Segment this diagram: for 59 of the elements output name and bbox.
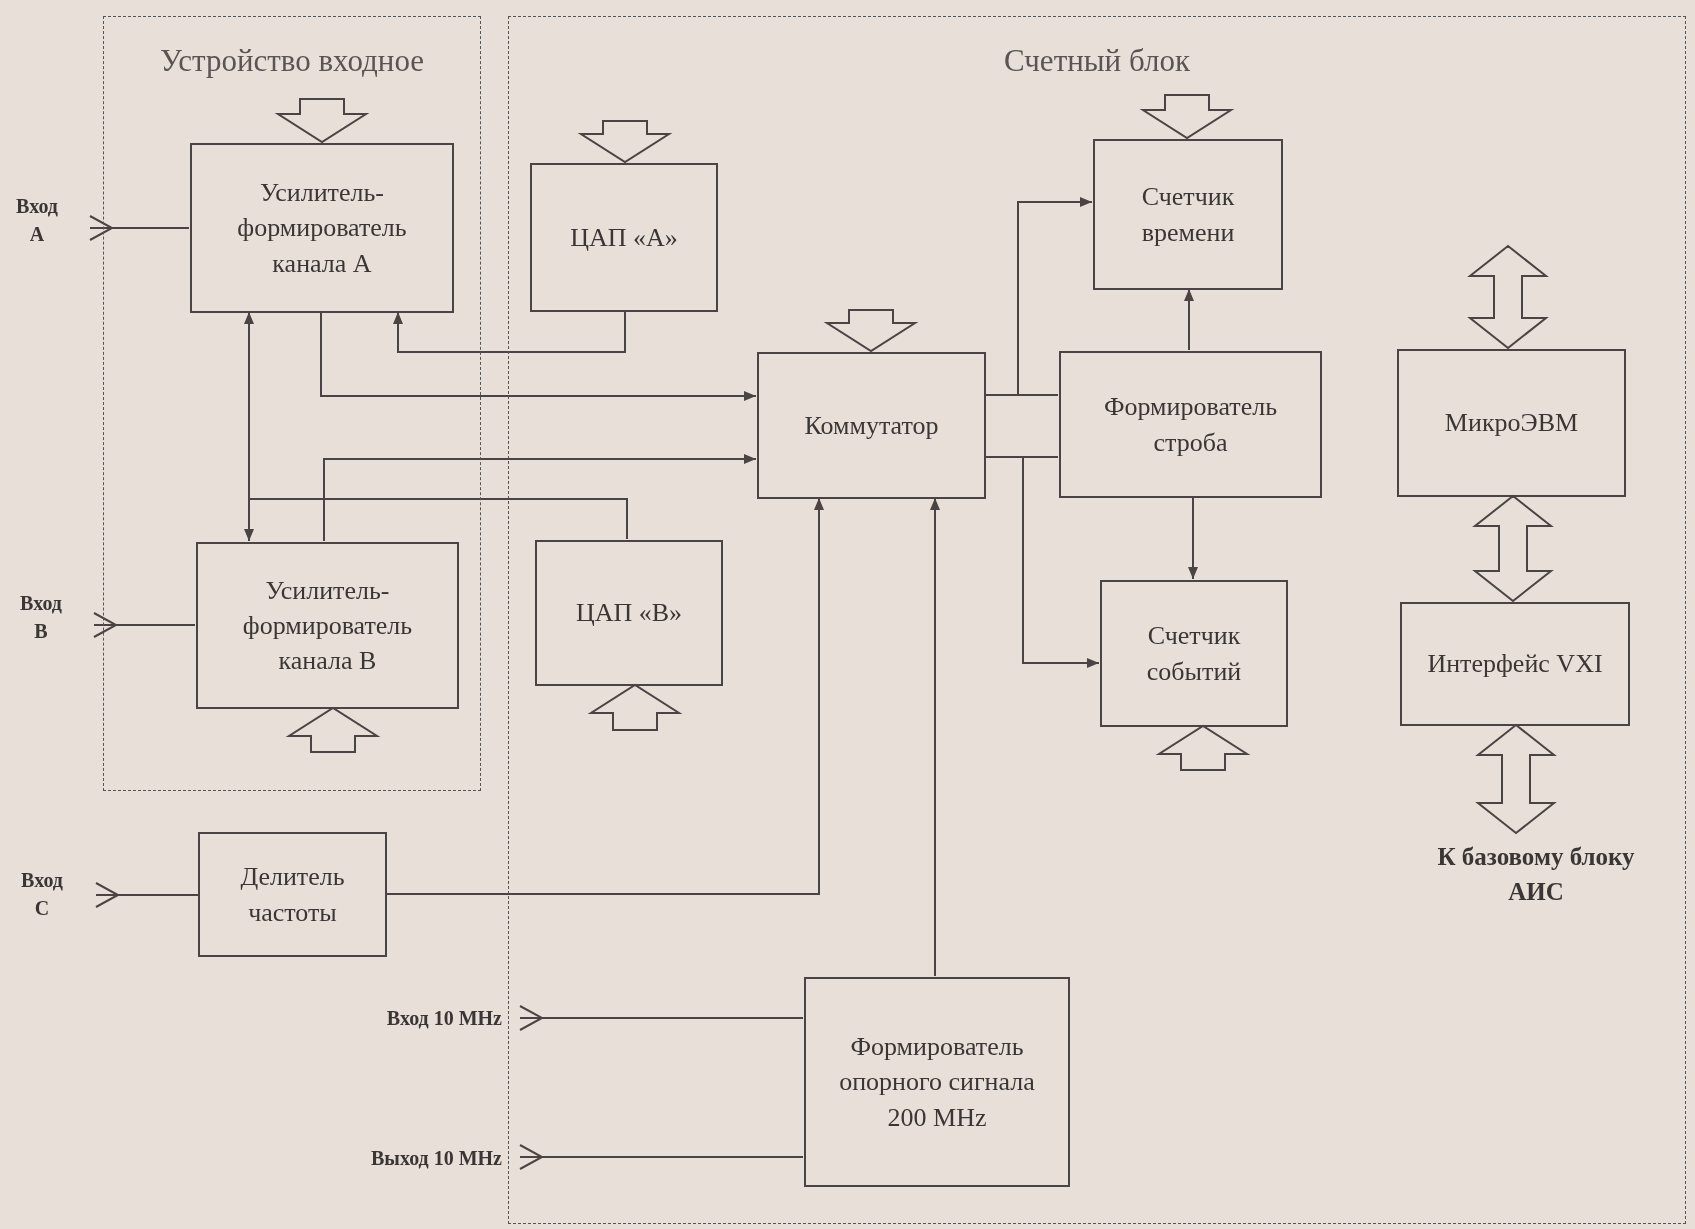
arrow [323,454,757,542]
bus-arrow [587,683,683,731]
region-heading: Устройство входное [158,43,425,79]
block-label: ЦАП «В» [574,597,684,630]
block-box [196,542,459,709]
connector-line [93,612,196,638]
arrow [1184,288,1194,351]
connector-line [89,215,190,241]
region-heading: Счетный блок [1003,43,1191,79]
arrow [984,456,1100,668]
block-label: МикроЭВМ [1443,407,1580,440]
block-label: ЦАП «А» [569,221,679,254]
port-label: Выход 10 MHz [370,1146,502,1171]
block-label: Интерфейс VXI [1426,648,1604,681]
bus-arrow [274,98,370,144]
port-label: Вход С [20,868,64,921]
arrow [1188,496,1198,580]
port-label: Вход А [15,194,59,247]
block-label: Счетчик событий [1145,620,1243,688]
bus-double-arrow [1475,723,1557,835]
block-box [1059,351,1322,498]
block-label: Формирователь строба [1102,391,1279,459]
bus-double-arrow [1467,244,1549,350]
block-box [757,352,986,499]
block-box [1100,580,1288,727]
block-label: Усилитель-формирователь канала В [241,574,414,678]
block-label: Коммутатор [803,409,940,442]
block-box [804,977,1070,1187]
block-box [530,163,718,312]
bus-arrow [285,706,381,753]
port-label: Вход 10 MHz [386,1006,502,1031]
bus-arrow [1139,94,1235,140]
block-box [190,143,454,313]
bus-arrow [1155,724,1251,771]
block-box [1400,602,1630,726]
block-label: Счетчик времени [1140,181,1236,249]
block-label: Усилитель-формирователь канала А [236,177,408,280]
block-label: Формирователь опорного сигнала 200 MHz [838,1031,1036,1134]
block-box [535,540,723,686]
arrow [386,497,824,895]
arrow [393,310,626,353]
block-box [1093,139,1283,290]
dashed-region [103,16,481,791]
bus-double-arrow [1472,494,1554,603]
connector-line [95,882,199,908]
block-label: Делитель частоты [239,861,346,929]
bus-arrow [823,309,919,353]
bus-arrow [577,120,673,164]
block-box [1397,349,1626,497]
port-label: Вход В [19,591,63,644]
connector-line [519,1144,804,1170]
connector-line [519,1005,804,1031]
arrow [984,197,1093,396]
arrow [930,497,940,977]
arrow [320,311,757,401]
destination-label: К базовому блоку АИС [1436,842,1636,907]
block-box [198,832,387,957]
arrow [244,498,628,542]
dashed-region [508,16,1686,1224]
